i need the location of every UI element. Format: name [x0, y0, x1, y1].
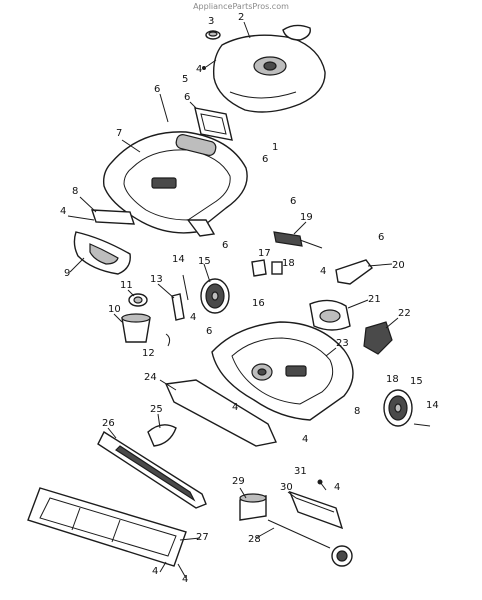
leader-lines — [67, 21, 399, 579]
part-2-hood-cover — [212, 24, 326, 113]
part-20-latch — [335, 259, 373, 285]
callout-25: 25 — [150, 404, 163, 415]
callout-4: 4 — [320, 266, 326, 277]
part-10-filter-cup — [121, 313, 151, 343]
part-30-pad — [288, 490, 344, 530]
callout-6: 6 — [154, 84, 160, 95]
callout-22: 22 — [398, 308, 411, 319]
callout-30: 30 — [280, 482, 293, 493]
callout-6: 6 — [262, 154, 268, 165]
part-15-wheel-right — [383, 389, 413, 427]
callout-15: 15 — [410, 376, 423, 387]
part-29-roller — [239, 493, 267, 521]
watermark-text: AppliancePartsPros.com — [193, 2, 289, 11]
part-18-clip — [271, 261, 283, 275]
callout-10: 10 — [108, 304, 121, 315]
callout-labels: 2 3 4 5 6 6 6 7 8 4 9 1 6 19 6 20 6 17 1… — [60, 12, 439, 585]
part-7-main-frame — [102, 131, 248, 237]
callout-4: 4 — [196, 64, 202, 75]
callout-6: 6 — [222, 240, 228, 251]
part-28-rod — [267, 519, 331, 549]
part-27-bottom-plate — [27, 487, 187, 567]
callout-9: 9 — [64, 268, 70, 279]
part-17-clip — [251, 259, 267, 277]
callout-12: 12 — [142, 348, 155, 359]
callout-4: 4 — [334, 482, 340, 493]
callout-28: 28 — [248, 534, 261, 545]
part-13-pin — [171, 293, 185, 321]
part-end-cap — [331, 545, 353, 567]
callout-11: 11 — [120, 280, 133, 291]
callout-6: 6 — [206, 326, 212, 337]
callout-27: 27 — [196, 532, 209, 543]
callout-8: 8 — [354, 406, 360, 417]
callout-17: 17 — [258, 248, 271, 259]
callout-4: 4 — [152, 566, 158, 577]
callout-5: 5 — [182, 74, 188, 85]
part-22-switch-block — [363, 321, 393, 355]
callout-23: 23 — [336, 338, 349, 349]
part-14-axle-left — [182, 274, 189, 301]
callout-20: 20 — [392, 260, 405, 271]
part-25-belt — [147, 424, 177, 447]
callout-4: 4 — [232, 402, 238, 413]
part-23-base-housing — [211, 321, 354, 421]
callout-18: 18 — [386, 374, 399, 385]
callout-8: 8 — [72, 186, 78, 197]
callout-6: 6 — [184, 92, 190, 103]
callout-4: 4 — [302, 434, 308, 445]
part-11-knob — [128, 293, 148, 307]
part-31-screw — [317, 479, 327, 491]
part-12-clip — [165, 333, 171, 347]
callout-26: 26 — [102, 418, 115, 429]
callout-14: 14 — [172, 254, 185, 265]
callout-13: 13 — [150, 274, 163, 285]
callout-14: 14 — [426, 400, 439, 411]
part-9-front-cover — [73, 231, 131, 275]
callout-4: 4 — [60, 206, 66, 217]
callout-24: 24 — [144, 372, 157, 383]
callout-29: 29 — [232, 476, 245, 487]
part-5-gasket — [194, 107, 233, 141]
callout-31: 31 — [294, 466, 307, 477]
part-21-motor — [309, 299, 351, 331]
callout-21: 21 — [368, 294, 381, 305]
part-26-brushroll — [97, 430, 207, 509]
callout-2: 2 — [238, 12, 244, 23]
callout-1: 1 — [272, 142, 278, 153]
part-3-cap — [205, 30, 221, 40]
callout-7: 7 — [116, 128, 122, 139]
part-14-axle-right — [413, 423, 431, 427]
part-19-switch — [273, 231, 323, 249]
part-8-plate — [91, 209, 135, 225]
callout-18: 18 — [282, 258, 295, 269]
callout-6: 6 — [378, 232, 384, 243]
callout-3: 3 — [208, 16, 214, 27]
part-15-wheel-left — [200, 278, 230, 314]
part-24-bottom-plate — [164, 379, 277, 447]
callout-4: 4 — [182, 574, 188, 585]
callout-4: 4 — [190, 312, 196, 323]
callout-15: 15 — [198, 256, 211, 267]
callout-16: 16 — [252, 298, 265, 309]
callout-19: 19 — [300, 212, 313, 223]
callout-6: 6 — [290, 196, 296, 207]
